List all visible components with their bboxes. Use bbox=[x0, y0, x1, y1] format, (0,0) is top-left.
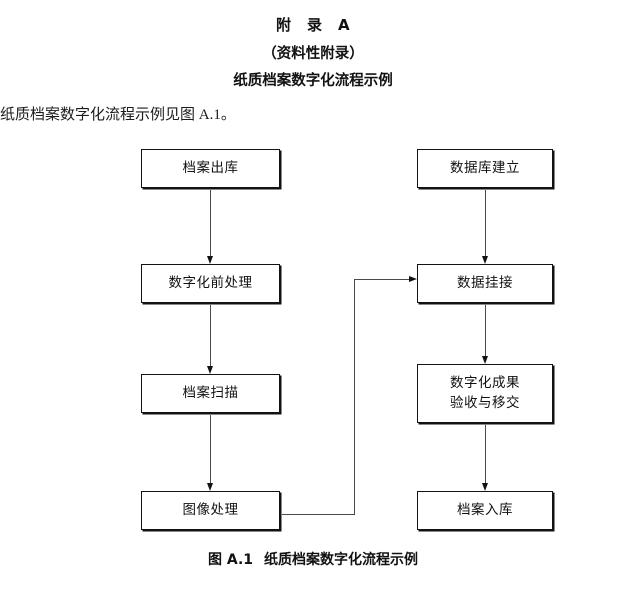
arrow-head-down-icon bbox=[206, 256, 213, 264]
flow-node-label: 数据库建立 bbox=[450, 159, 520, 176]
flow-node-label: 档案入库 bbox=[457, 501, 513, 518]
connector-database-to-linking bbox=[485, 190, 486, 256]
flow-node-database-creation[interactable]: 数据库建立 bbox=[417, 149, 553, 188]
annex-subject-heading: 纸质档案数字化流程示例 bbox=[233, 73, 393, 89]
connector-image-to-linking-segment3 bbox=[354, 279, 410, 280]
flow-node-label: 数据挂接 bbox=[457, 274, 513, 291]
flow-node-label: 图像处理 bbox=[182, 501, 239, 518]
arrow-head-right-icon bbox=[409, 275, 417, 282]
flow-node-archive-scanning[interactable]: 档案扫描 bbox=[141, 374, 280, 413]
figure-caption-number: 图 A.1 bbox=[207, 552, 254, 568]
figure-caption: 图 A.1 纸质档案数字化流程示例 bbox=[0, 549, 626, 569]
flow-node-image-processing[interactable]: 图像处理 bbox=[141, 491, 280, 530]
connector-acceptance-to-checkin bbox=[485, 425, 486, 483]
flow-node-archive-checkout[interactable]: 档案出库 bbox=[141, 149, 280, 188]
flow-node-acceptance-and-handover[interactable]: 数字化成果 验收与移交 bbox=[417, 364, 553, 423]
connector-pre-to-scanning bbox=[210, 305, 211, 366]
connector-image-to-linking-segment1 bbox=[282, 514, 354, 515]
intro-paragraph: 纸质档案数字化流程示例见图 A.1。 bbox=[0, 107, 236, 123]
arrow-head-down-icon bbox=[206, 483, 213, 491]
flow-node-label: 数字化前处理 bbox=[168, 274, 253, 291]
flow-node-archive-checkin[interactable]: 档案入库 bbox=[417, 491, 553, 530]
flow-node-label-line2: 验收与移交 bbox=[450, 394, 520, 411]
flow-node-label: 档案扫描 bbox=[182, 384, 239, 401]
figure-caption-text: 纸质档案数字化流程示例 bbox=[264, 552, 419, 568]
flow-node-data-linking[interactable]: 数据挂接 bbox=[417, 264, 553, 303]
flow-node-label: 档案出库 bbox=[182, 159, 239, 176]
arrow-head-down-icon bbox=[481, 483, 488, 491]
connector-image-to-linking-segment2 bbox=[354, 279, 355, 515]
annex-type-subtitle: （资料性附录） bbox=[262, 46, 364, 62]
flow-node-pre-digitization[interactable]: 数字化前处理 bbox=[141, 264, 280, 303]
annex-title: 附 录 A bbox=[275, 16, 351, 34]
connector-linking-to-acceptance bbox=[485, 305, 486, 356]
flow-node-label-line1: 数字化成果 bbox=[450, 374, 520, 391]
arrow-head-down-icon bbox=[481, 256, 488, 264]
connector-scanning-to-image bbox=[210, 415, 211, 483]
connector-checkout-to-pre bbox=[210, 190, 211, 256]
arrow-head-down-icon bbox=[206, 366, 213, 374]
arrow-head-down-icon bbox=[481, 356, 488, 364]
